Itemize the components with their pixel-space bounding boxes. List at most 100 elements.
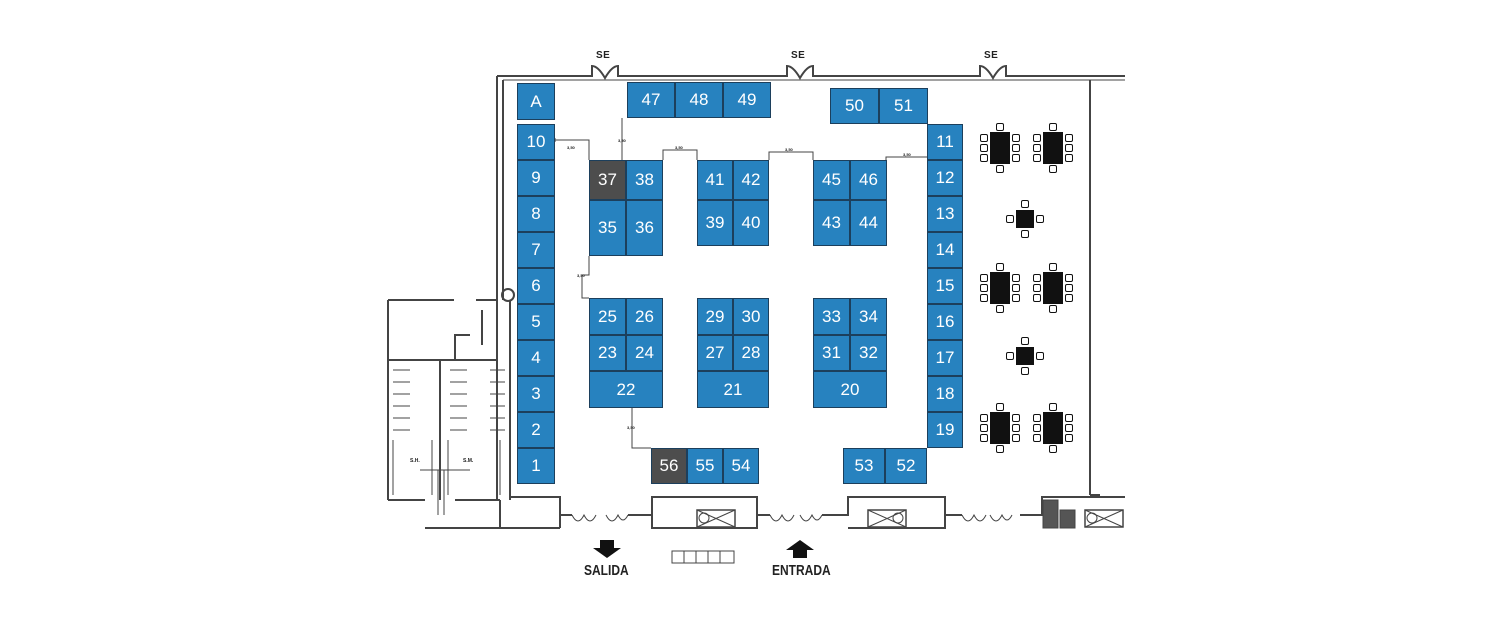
chair-icon <box>1012 424 1020 432</box>
lounge-table <box>990 132 1010 164</box>
chair-icon <box>1033 434 1041 442</box>
chair-icon <box>1012 144 1020 152</box>
booth-19[interactable]: 19 <box>927 412 963 448</box>
booth-10[interactable]: 10 <box>517 124 555 160</box>
booth-11[interactable]: 11 <box>927 124 963 160</box>
chair-icon <box>1033 284 1041 292</box>
chair-icon <box>1012 154 1020 162</box>
booth-20[interactable]: 20 <box>813 371 887 408</box>
booth-32[interactable]: 32 <box>850 335 887 371</box>
chair-icon <box>1012 274 1020 282</box>
booth-45[interactable]: 45 <box>813 160 850 200</box>
booth-17[interactable]: 17 <box>927 340 963 376</box>
lounge-table <box>1043 412 1063 444</box>
booth-35[interactable]: 35 <box>589 200 626 256</box>
booth-41[interactable]: 41 <box>697 160 733 200</box>
booth-1[interactable]: 1 <box>517 448 555 484</box>
booth-53[interactable]: 53 <box>843 448 885 484</box>
booth-51[interactable]: 51 <box>879 88 928 124</box>
chair-icon <box>1033 134 1041 142</box>
chair-icon <box>996 445 1004 453</box>
booth-44[interactable]: 44 <box>850 200 887 246</box>
chair-icon <box>1033 154 1041 162</box>
chair-icon <box>1012 294 1020 302</box>
booth-54[interactable]: 54 <box>723 448 759 484</box>
chair-icon <box>980 294 988 302</box>
chair-icon <box>1065 274 1073 282</box>
booth-26[interactable]: 26 <box>626 298 663 335</box>
booth-18[interactable]: 18 <box>927 376 963 412</box>
chair-icon <box>1065 154 1073 162</box>
booth-37[interactable]: 37 <box>589 160 626 200</box>
chair-icon <box>980 284 988 292</box>
booth-9[interactable]: 9 <box>517 160 555 196</box>
booth-40[interactable]: 40 <box>733 200 769 246</box>
chair-icon <box>980 414 988 422</box>
chair-icon <box>1049 263 1057 271</box>
booth-15[interactable]: 15 <box>927 268 963 304</box>
chair-icon <box>1006 352 1014 360</box>
booth-31[interactable]: 31 <box>813 335 850 371</box>
booth-34[interactable]: 34 <box>850 298 887 335</box>
booth-2[interactable]: 2 <box>517 412 555 448</box>
booth-6[interactable]: 6 <box>517 268 555 304</box>
chair-icon <box>1033 414 1041 422</box>
booth-49[interactable]: 49 <box>723 82 771 118</box>
booth-21[interactable]: 21 <box>697 371 769 408</box>
chair-icon <box>1036 215 1044 223</box>
booth-25[interactable]: 25 <box>589 298 626 335</box>
booth-55[interactable]: 55 <box>687 448 723 484</box>
dimension-label: 3,50 <box>567 145 575 150</box>
booth-12[interactable]: 12 <box>927 160 963 196</box>
booth-22[interactable]: 22 <box>589 371 663 408</box>
chair-icon <box>1033 294 1041 302</box>
booth-3[interactable]: 3 <box>517 376 555 412</box>
booth-16[interactable]: 16 <box>927 304 963 340</box>
lounge-table <box>1043 272 1063 304</box>
booth-30[interactable]: 30 <box>733 298 769 335</box>
booth-46[interactable]: 46 <box>850 160 887 200</box>
chair-icon <box>1036 352 1044 360</box>
chair-icon <box>980 434 988 442</box>
booth-38[interactable]: 38 <box>626 160 663 200</box>
emergency-exit-label: SE <box>596 50 611 61</box>
booth-56[interactable]: 56 <box>651 448 687 484</box>
booth-39[interactable]: 39 <box>697 200 733 246</box>
chair-icon <box>1021 230 1029 238</box>
booth-5[interactable]: 5 <box>517 304 555 340</box>
dimension-label: 3,50 <box>577 273 585 278</box>
chair-icon <box>1049 445 1057 453</box>
chair-icon <box>1065 434 1073 442</box>
booth-24[interactable]: 24 <box>626 335 663 371</box>
booth-47[interactable]: 47 <box>627 82 675 118</box>
booth-52[interactable]: 52 <box>885 448 927 484</box>
booth-8[interactable]: 8 <box>517 196 555 232</box>
chair-icon <box>980 274 988 282</box>
chair-icon <box>1033 274 1041 282</box>
booth-7[interactable]: 7 <box>517 232 555 268</box>
booth-36[interactable]: 36 <box>626 200 663 256</box>
booth-50[interactable]: 50 <box>830 88 879 124</box>
booth-43[interactable]: 43 <box>813 200 850 246</box>
booth-23[interactable]: 23 <box>589 335 626 371</box>
chair-icon <box>1065 284 1073 292</box>
booth-28[interactable]: 28 <box>733 335 769 371</box>
chair-icon <box>1033 144 1041 152</box>
booth-4[interactable]: 4 <box>517 340 555 376</box>
booth-48[interactable]: 48 <box>675 82 723 118</box>
booth-13[interactable]: 13 <box>927 196 963 232</box>
booth-29[interactable]: 29 <box>697 298 733 335</box>
booth-42[interactable]: 42 <box>733 160 769 200</box>
lounge-table <box>990 412 1010 444</box>
booth-14[interactable]: 14 <box>927 232 963 268</box>
booth-27[interactable]: 27 <box>697 335 733 371</box>
booth-A[interactable]: A <box>517 83 555 120</box>
booth-33[interactable]: 33 <box>813 298 850 335</box>
chair-icon <box>980 144 988 152</box>
chair-icon <box>1012 284 1020 292</box>
chair-icon <box>996 263 1004 271</box>
chair-icon <box>980 424 988 432</box>
chair-icon <box>1021 200 1029 208</box>
